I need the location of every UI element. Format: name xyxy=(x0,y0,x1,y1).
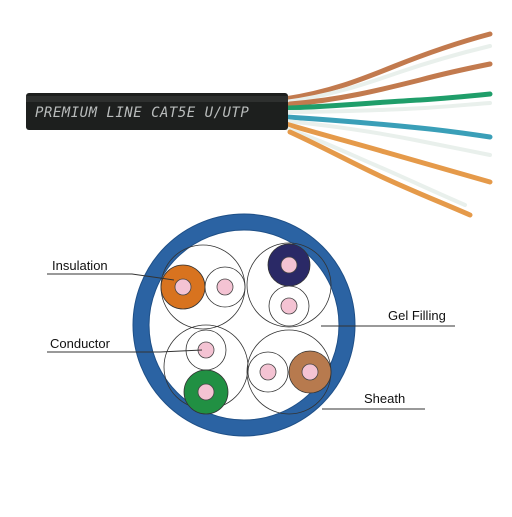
label-insulation: Insulation xyxy=(52,258,108,273)
leader-insulation xyxy=(47,273,175,281)
leader-lines xyxy=(47,273,455,410)
pair-green xyxy=(183,329,229,415)
conductor-white-blue xyxy=(280,297,298,315)
twisted-pairs xyxy=(282,31,493,218)
wire-green-white xyxy=(286,101,492,114)
wire-brown xyxy=(282,31,493,102)
conductor-white-orange xyxy=(216,278,234,296)
label-conductor: Conductor xyxy=(50,336,110,351)
wire-brown-white xyxy=(283,44,492,104)
pair-orange xyxy=(160,264,246,310)
wire-brown-2 xyxy=(287,61,493,107)
conductor-brown xyxy=(301,363,319,381)
conductor-green xyxy=(197,383,215,401)
wire-orange xyxy=(283,121,493,185)
wire-green xyxy=(285,91,493,111)
wire-blue-white xyxy=(284,119,492,157)
leader-conductor xyxy=(47,349,203,353)
label-sheath: Sheath xyxy=(364,391,406,406)
wire-blue xyxy=(283,114,493,140)
wire-orange-2 xyxy=(287,129,473,218)
conductor-white-brown xyxy=(259,363,277,381)
conductor-blue xyxy=(280,256,298,274)
pair-brown xyxy=(247,350,332,394)
jacket-print: PREMIUM LINE CAT5E U/UTP xyxy=(35,105,249,121)
cross-section xyxy=(132,213,356,437)
wire-orange-white xyxy=(284,126,467,207)
label-gel-filling: Gel Filling xyxy=(388,308,446,323)
pair-blue xyxy=(267,243,311,327)
cable-jacket: PREMIUM LINE CAT5E U/UTP xyxy=(26,93,288,130)
conductor-orange xyxy=(174,278,192,296)
